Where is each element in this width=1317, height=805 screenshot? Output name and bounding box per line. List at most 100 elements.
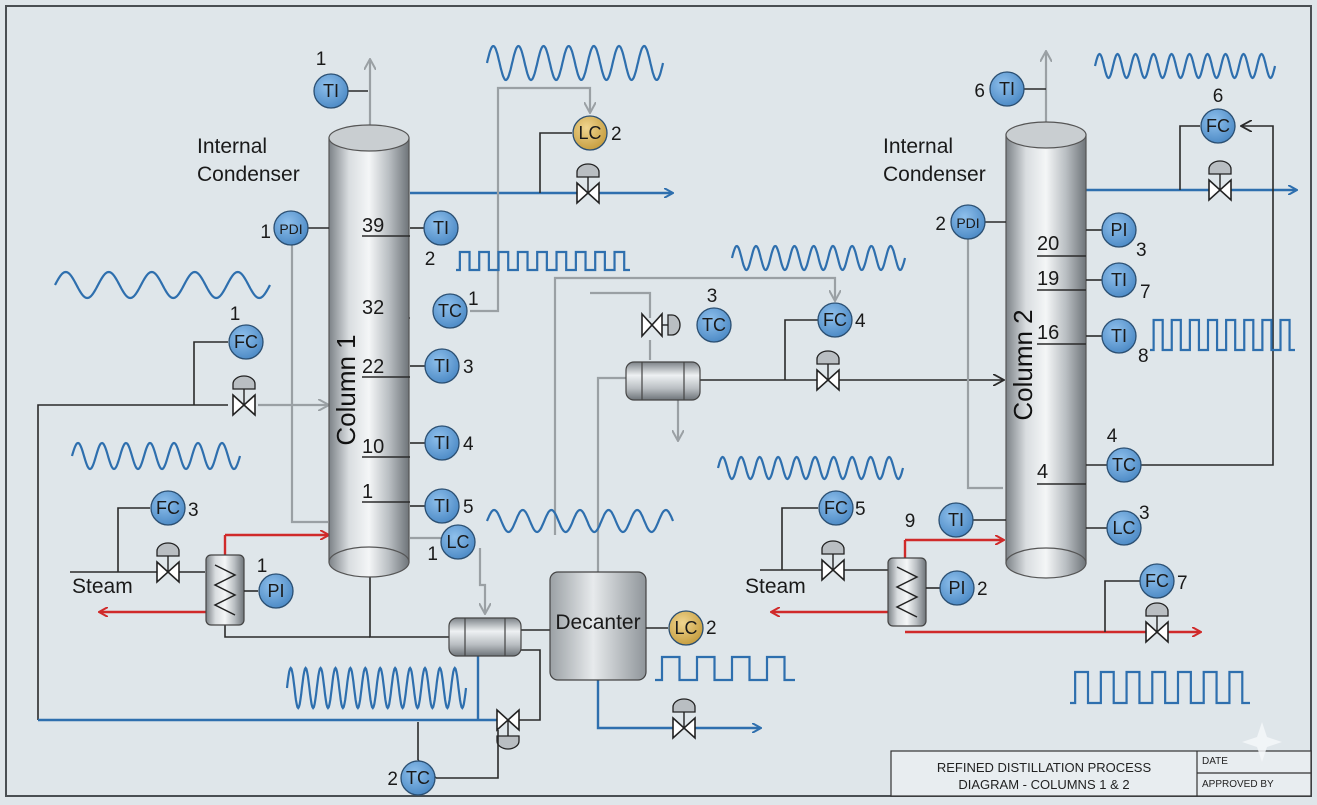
instrument-bubble [440, 524, 476, 560]
column-2: Column 2 [1005, 121, 1087, 579]
instrument-type-label: TI [948, 510, 964, 530]
square-signal-trace [1150, 318, 1295, 352]
instrument-bubble [1200, 108, 1236, 144]
steam-label-right: Steam [745, 575, 806, 598]
instrument-type-label: TI [999, 79, 1015, 99]
instrument-tag-number: 8 [1138, 346, 1149, 367]
instrument-bubble [273, 210, 309, 246]
instrument-pdi-2: PDI 2 [935, 204, 986, 240]
instrument-tc-1: TC1 [432, 289, 479, 329]
instrument-tc-4: TC4 [1106, 426, 1142, 483]
instrument-tc-2: TC2 [387, 760, 436, 796]
instrument-ti-8: TI 8 [1101, 318, 1149, 367]
instrument-tag-number: 1 [316, 49, 327, 70]
instrument-bubble [1101, 318, 1137, 354]
instrument-tag-number: 2 [706, 618, 717, 639]
instrument-type-label: PDI [956, 215, 979, 231]
instrument-lc-1: LC1 [427, 524, 476, 565]
instrument-bubble [1139, 563, 1175, 599]
instrument-type-label: FC [234, 332, 258, 352]
instrument-tag-number: 9 [905, 511, 916, 532]
tray-label: 1 [362, 481, 373, 503]
instrument-tag-number: 5 [855, 499, 866, 520]
decanter-label: Decanter [555, 611, 640, 634]
instrument-tag-number: 2 [977, 579, 988, 600]
instrument-tag-number: 5 [463, 497, 474, 518]
instrument-ti-9: TI 9 [905, 502, 974, 538]
steam-label-left: Steam [72, 575, 133, 598]
instrument-tag-number: 2 [425, 249, 436, 270]
sine-signal-trace [485, 508, 675, 534]
column-1: Column 1 [328, 124, 410, 578]
instrument-tag-number: 1 [230, 304, 241, 325]
instrument-tag-number: 6 [974, 81, 985, 102]
decanter-vessel: Decanter [549, 571, 647, 681]
instrument-bubble [1101, 262, 1137, 298]
instrument-bubble [228, 324, 264, 360]
instrument-lc-3: LC3 [1106, 503, 1150, 546]
sparkle-icon [1242, 722, 1282, 762]
instrument-fc-1: FC 1 [228, 304, 264, 360]
column-2-trays: 20 19 16 4 [1037, 233, 1086, 485]
instrument-type-label: FC [1145, 571, 1169, 591]
instrument-bubble [258, 573, 294, 609]
instrument-type-label: TC [1112, 455, 1136, 475]
column-2-condenser-label-1: Internal [883, 135, 953, 158]
control-valve [232, 375, 256, 417]
instrument-type-label: PI [948, 578, 965, 598]
instrument-bubble [938, 502, 974, 538]
tray-label: 20 [1037, 233, 1059, 255]
instrument-bubble [423, 210, 459, 246]
column-1-reboiler [205, 554, 245, 626]
control-valve [672, 698, 696, 740]
instrument-bubble [400, 760, 436, 796]
instrument-ti-6: TI 6 [974, 71, 1025, 107]
control-valves [156, 160, 1232, 750]
instrument-type-label: TC [438, 301, 462, 321]
instrument-bubble [313, 73, 349, 109]
instrument-type-label: LC [1112, 518, 1135, 538]
instrument-pi-3: PI3 [1101, 212, 1147, 261]
instrument-tc-3: TC3 [696, 286, 732, 343]
sine-signal-trace [54, 270, 271, 300]
approved-by-label: APPROVED BY [1202, 779, 1274, 790]
tray-label: 19 [1037, 268, 1059, 290]
instrument-pi-2: PI 2 [939, 570, 988, 606]
instrument-bubble [939, 570, 975, 606]
instrument-tag-number: 2 [935, 214, 946, 235]
sine-signal-trace [730, 244, 907, 272]
instrument-type-label: TC [702, 315, 726, 335]
control-valve [641, 311, 681, 339]
instrument-tag-number: 3 [1139, 503, 1150, 524]
instrument-bubble [668, 610, 704, 646]
instrument-type-label: TI [1111, 326, 1127, 346]
control-valve [1208, 160, 1232, 202]
title-line-2: DIAGRAM - COLUMNS 1 & 2 [958, 777, 1129, 792]
control-valve [576, 163, 600, 205]
instrument-tag-number: 1 [427, 544, 438, 565]
instrument-tag-number: 4 [463, 434, 474, 455]
instrument-tag-number: 1 [260, 222, 271, 243]
instrument-ti-1: TI1 [313, 49, 349, 109]
tray-label: 16 [1037, 322, 1059, 344]
instrument-ti-4: TI 4 [424, 425, 474, 461]
instrument-ti-7: TI7 [1101, 262, 1151, 303]
square-signal-trace [655, 655, 795, 682]
tray-label: 22 [362, 356, 384, 378]
control-valve [816, 350, 840, 392]
instrument-bubble [432, 293, 468, 329]
instrument-pi-1: PI1 [257, 556, 294, 609]
instrument-type-label: TI [434, 433, 450, 453]
intermediate-heat-exchanger [625, 361, 701, 401]
sine-signal-trace [70, 441, 242, 471]
control-valve [156, 542, 180, 584]
title-line-1: REFINED DISTILLATION PROCESS [937, 760, 1152, 775]
column-2-reboiler [887, 557, 927, 627]
